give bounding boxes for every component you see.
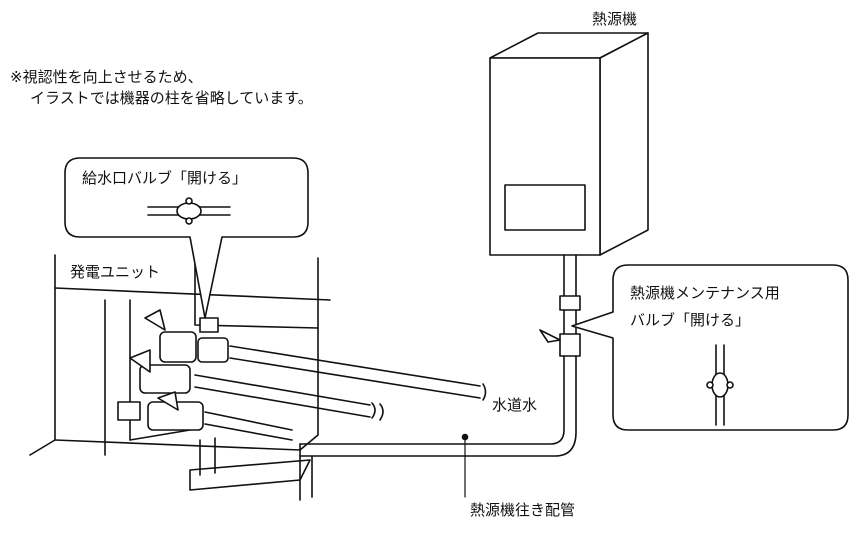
note-line-1: ※視認性を向上させるため、 <box>10 68 203 86</box>
power-unit-label: 発電ユニット <box>70 263 161 281</box>
maintenance-valve-upper <box>559 295 581 311</box>
maintenance-valve-label-1: 熱源機メンテナンス用 <box>630 284 780 302</box>
supply-valve <box>199 317 219 333</box>
heat-source-label: 熱源機 <box>592 10 638 28</box>
note-line-2: イラストでは機器の柱を省略しています。 <box>30 89 313 107</box>
maintenance-valve-label-2: バルブ「開ける」 <box>630 311 751 329</box>
heat-source-window <box>504 184 586 231</box>
supply-valve-callout <box>64 157 309 319</box>
power-unit <box>29 249 331 491</box>
valve-handle <box>539 329 561 343</box>
outgoing-pipe-label: 熱源機往き配管 <box>470 501 576 519</box>
maintenance-valve <box>559 333 581 357</box>
water-supply-pipes <box>194 345 487 441</box>
outgoing-pipe <box>299 254 581 501</box>
maintenance-valve-callout <box>571 264 849 431</box>
valve-symbol-vertical <box>706 344 734 426</box>
supply-valve-label: 給水口バルブ「開ける」 <box>82 169 248 187</box>
valve-symbol-horizontal <box>147 197 231 225</box>
heat-source-unit <box>489 32 649 256</box>
tap-water-label: 水道水 <box>492 396 538 414</box>
